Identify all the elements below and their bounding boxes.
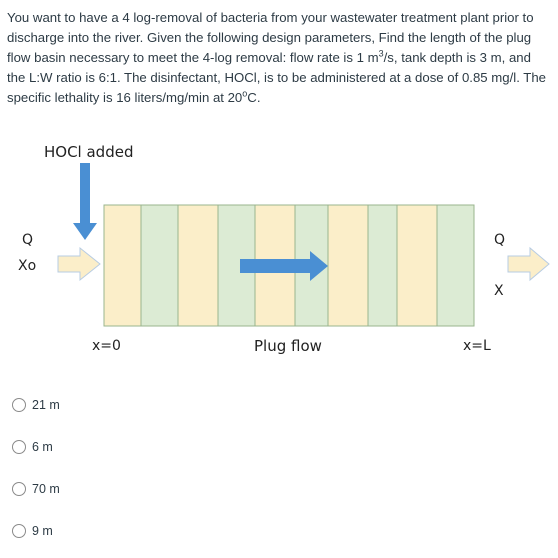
hocl-arrow-icon (73, 223, 97, 240)
plug-flow-arrow-icon (240, 251, 328, 281)
radio-button[interactable] (12, 524, 26, 538)
basin-segment-10 (436, 204, 475, 327)
basin-segment-9 (396, 204, 438, 327)
question-part-1: You want to have a 4 log-removal of bact… (7, 10, 534, 65)
inflow-arrow-icon (57, 246, 101, 282)
basin-segment-2 (140, 204, 179, 327)
hocl-added-label: HOCl added (44, 143, 134, 161)
outflow-q-label: Q (494, 232, 506, 248)
basin-segment-3 (177, 204, 219, 327)
outflow-x-label: X (494, 283, 504, 299)
radio-button[interactable] (12, 440, 26, 454)
question-text: You want to have a 4 log-removal of bact… (7, 8, 552, 108)
question-part-2: /s, tank depth is 3 m, and the L:W ratio… (7, 50, 547, 105)
option-label: 21 m (32, 398, 60, 412)
option-label: 6 m (32, 440, 53, 454)
answer-option-70m[interactable]: 70 m (12, 482, 60, 496)
answer-option-21m[interactable]: 21 m (12, 398, 60, 412)
basin-segment-1 (103, 204, 142, 327)
inflow-q-label: Q (22, 232, 34, 248)
superscript-degree: o (242, 88, 248, 99)
basin-segment-8 (367, 204, 398, 327)
radio-button[interactable] (12, 398, 26, 412)
inflow-xo-label: Xo (18, 258, 37, 274)
hocl-arrow-shaft (80, 163, 90, 225)
x-zero-label: x=0 (92, 338, 121, 354)
option-label: 9 m (32, 524, 53, 538)
radio-button[interactable] (12, 482, 26, 496)
answer-option-9m[interactable]: 9 m (12, 524, 53, 538)
x-equals-l-label: x=L (463, 338, 491, 354)
option-label: 70 m (32, 482, 60, 496)
superscript-3: 3 (378, 48, 384, 59)
question-part-3: C. (247, 90, 261, 105)
outflow-arrow-icon (507, 246, 550, 282)
basin-segment-7 (327, 204, 369, 327)
plug-flow-label: Plug flow (254, 337, 322, 355)
answer-option-6m[interactable]: 6 m (12, 440, 53, 454)
